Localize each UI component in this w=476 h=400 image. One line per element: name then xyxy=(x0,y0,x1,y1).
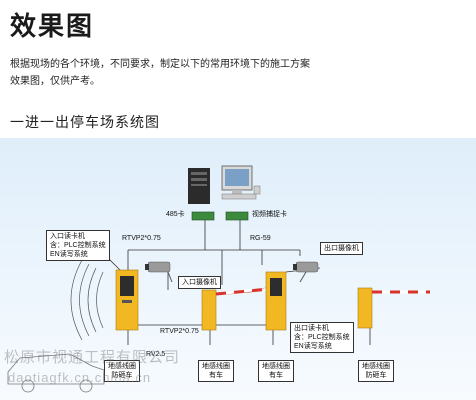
rtvp-top-label: RTVP2*0.75 xyxy=(122,235,161,242)
coil-2-line-2: 有车 xyxy=(209,372,223,379)
entry-reader-line-1: 入口读卡机 xyxy=(50,233,85,240)
entry-barrier-gate xyxy=(201,286,281,331)
entry-camera-box: 入口摄像机 xyxy=(178,276,221,289)
watermark-url: daotiagfk.cn.china.cn xyxy=(8,370,152,385)
entry-reader-line-2: 含：PLC控制系统 xyxy=(50,242,106,249)
intro-text: 根据现场的各个环境，不同要求，制定以下的常用环境下的施工方案 效果图，仅供产考。 xyxy=(10,56,340,90)
rv-label: RV2.5 xyxy=(146,351,166,358)
exit-reader-line-2: 含：PLC控制系统 xyxy=(294,334,350,341)
exit-reader-line-1: 出口读卡机 xyxy=(294,325,329,332)
coil-box-3: 地感线圈 有车 xyxy=(258,360,294,382)
intro-line-2: 效果图，仅供产考。 xyxy=(10,76,100,87)
exit-barrier-gate xyxy=(357,287,430,329)
computer-icon xyxy=(221,165,261,200)
exit-camera-icon xyxy=(293,261,319,283)
watermark-company: 松原市视通工程有限公司 xyxy=(4,349,181,366)
exit-reader-post xyxy=(265,271,287,331)
capture-card-label: 视频捕捉卡 xyxy=(252,211,287,218)
485-card-label: 485卡 xyxy=(166,211,185,218)
section-title: 一进一出停车场系统图 xyxy=(10,114,160,130)
coil-3-line-1: 地感线圈 xyxy=(262,363,290,370)
server-icon xyxy=(188,168,210,204)
exit-reader-box: 出口读卡机 含：PLC控制系统 EN读写系统 xyxy=(290,322,354,353)
coil-box-4: 地感线圈 防砸车 xyxy=(358,360,394,382)
exit-camera-box: 出口摄像机 xyxy=(320,242,363,255)
signal-waves-icon xyxy=(70,259,104,341)
entry-reader-line-3: EN读写系统 xyxy=(50,251,88,258)
page-title: 效果图 xyxy=(10,12,95,42)
coil-1-line-1: 地感线圈 xyxy=(108,363,136,370)
485-card-board xyxy=(191,211,215,221)
coil-4-line-1: 地感线圈 xyxy=(362,363,390,370)
car-icon xyxy=(7,353,105,393)
rtvp-bottom-label: RTVP2*0.75 xyxy=(160,328,199,335)
entry-reader-box: 入口读卡机 含：PLC控制系统 EN读写系统 xyxy=(46,230,110,261)
coil-1-line-2: 防砸车 xyxy=(111,372,133,379)
capture-card-board xyxy=(225,211,249,221)
coil-box-1: 地感线圈 防砸车 xyxy=(104,360,140,382)
intro-line-1: 根据现场的各个环境，不同要求，制定以下的常用环境下的施工方案 xyxy=(10,59,310,70)
coil-2-line-1: 地感线圈 xyxy=(202,363,230,370)
exit-reader-line-3: EN读写系统 xyxy=(294,343,332,350)
entry-camera-icon xyxy=(145,261,173,283)
coil-3-line-2: 有车 xyxy=(269,372,283,379)
coil-box-2: 地感线圈 有车 xyxy=(198,360,234,382)
coil-4-line-2: 防砸车 xyxy=(365,372,387,379)
rg59-label: RG-59 xyxy=(250,235,271,242)
entry-reader-post xyxy=(115,269,139,331)
